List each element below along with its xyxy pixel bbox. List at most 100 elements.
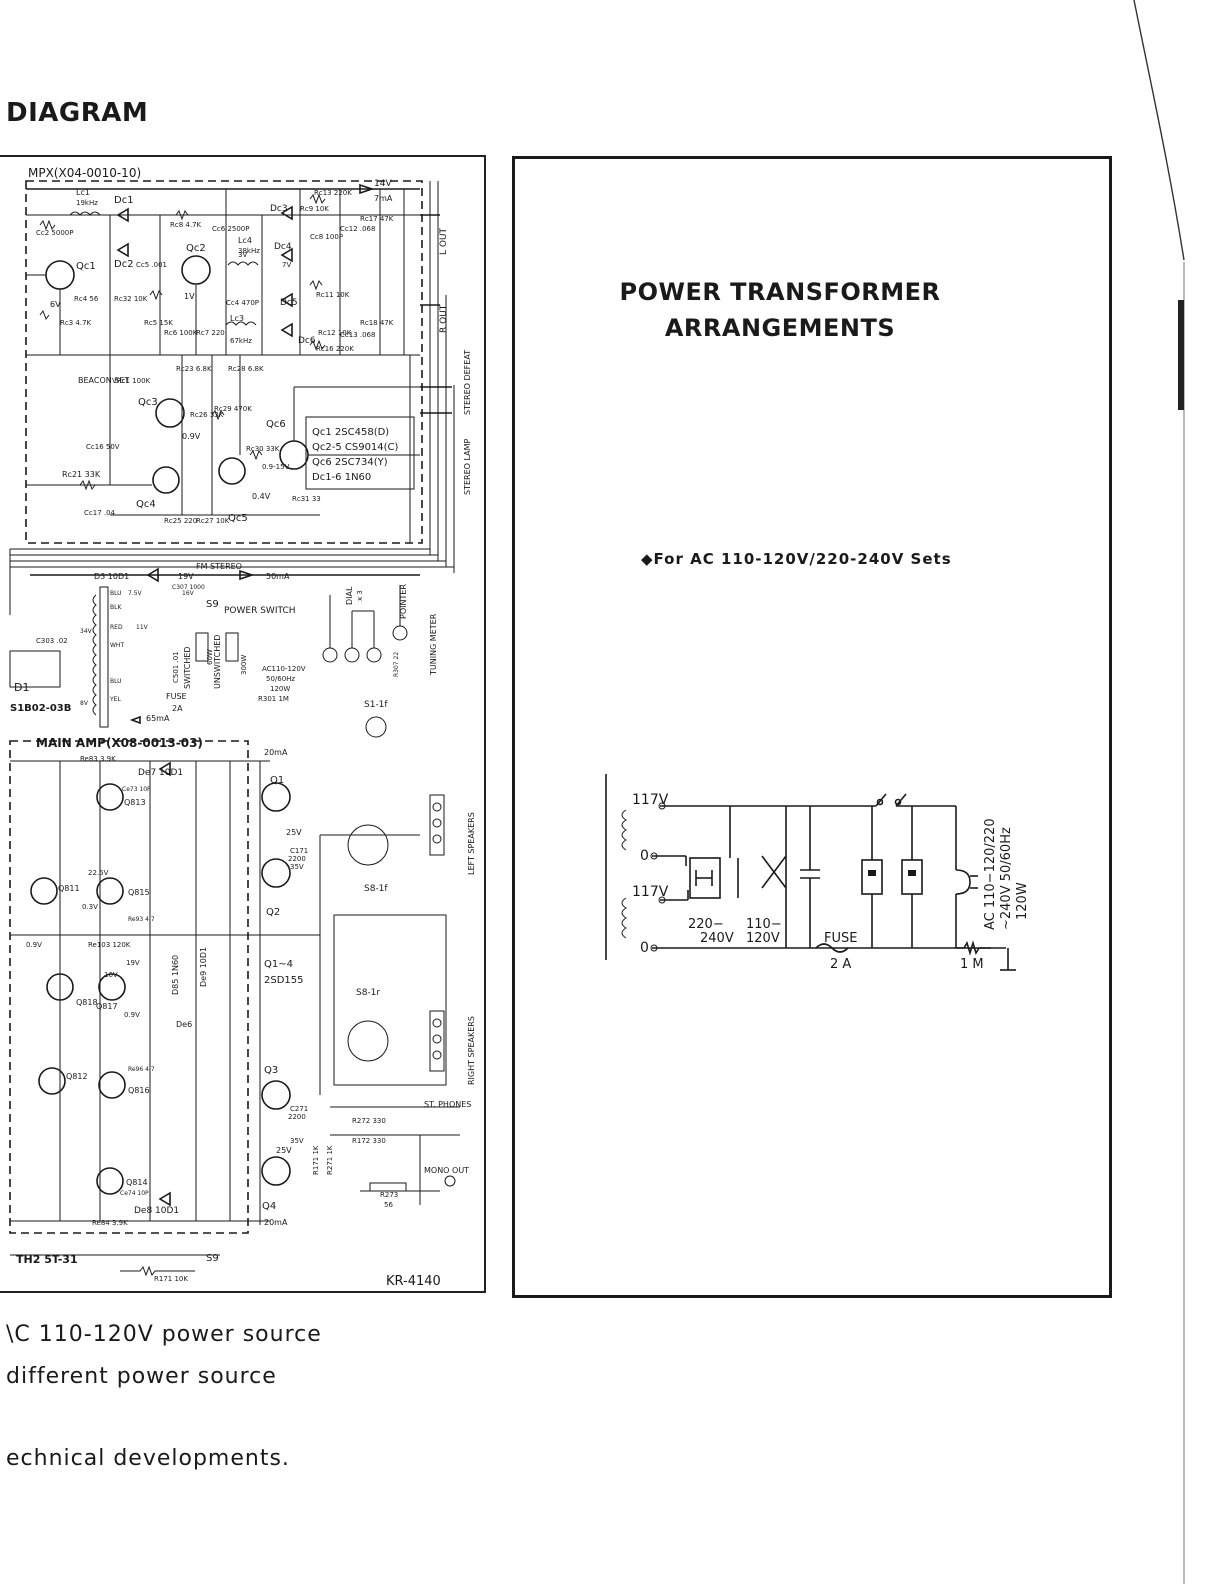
parts-list-box bbox=[305, 416, 415, 490]
svg-text:Qc5: Qc5 bbox=[228, 513, 248, 524]
svg-text:Cc6 2500P: Cc6 2500P bbox=[212, 225, 249, 233]
svg-text:Rc4 56: Rc4 56 bbox=[74, 295, 99, 303]
svg-text:Cc8 100P: Cc8 100P bbox=[310, 233, 343, 241]
svg-text:8V: 8V bbox=[80, 700, 89, 707]
svg-text:Qc6: Qc6 bbox=[266, 419, 286, 430]
svg-text:35V: 35V bbox=[290, 863, 304, 871]
svg-text:Dc5: Dc5 bbox=[280, 298, 298, 308]
svg-text:120V: 120V bbox=[746, 931, 780, 946]
svg-text:STEREO DEFEAT: STEREO DEFEAT bbox=[463, 350, 472, 415]
svg-text:16V: 16V bbox=[182, 590, 195, 597]
svg-text:50/60Hz: 50/60Hz bbox=[266, 675, 295, 683]
svg-text:De9 10D1: De9 10D1 bbox=[199, 947, 208, 987]
svg-text:Q818: Q818 bbox=[76, 998, 98, 1007]
svg-text:R171 1K: R171 1K bbox=[312, 1145, 320, 1175]
svg-text:Lc3: Lc3 bbox=[230, 314, 244, 323]
svg-text:Cc17 .04: Cc17 .04 bbox=[84, 509, 116, 517]
svg-text:Cc13 .068: Cc13 .068 bbox=[340, 331, 375, 339]
svg-text:Cc12 .068: Cc12 .068 bbox=[340, 225, 375, 233]
svg-text:S8-1r: S8-1r bbox=[356, 988, 380, 998]
svg-text:∼240V 50/60Hz: ∼240V 50/60Hz bbox=[999, 827, 1014, 930]
svg-text:Rc28 6.8K: Rc28 6.8K bbox=[228, 365, 264, 373]
svg-text:BLU: BLU bbox=[110, 678, 122, 685]
svg-text:0.3V: 0.3V bbox=[82, 903, 98, 911]
svg-text:Q813: Q813 bbox=[124, 798, 146, 807]
svg-text:Rc27 10K: Rc27 10K bbox=[196, 517, 230, 525]
svg-text:25V: 25V bbox=[276, 1146, 292, 1155]
svg-text:Dc3: Dc3 bbox=[270, 204, 288, 214]
svg-text:22.5V: 22.5V bbox=[88, 869, 109, 877]
svg-text:0.4V: 0.4V bbox=[252, 492, 271, 501]
svg-text:1V: 1V bbox=[184, 292, 195, 301]
svg-text:UNSWITCHED: UNSWITCHED bbox=[213, 635, 222, 689]
svg-text:Cc4 470P: Cc4 470P bbox=[226, 299, 259, 307]
svg-text:POINTER: POINTER bbox=[399, 584, 408, 619]
svg-text:Rc13 220K: Rc13 220K bbox=[314, 189, 352, 197]
svg-text:DIAL: DIAL bbox=[345, 586, 354, 605]
svg-text:Lc1: Lc1 bbox=[76, 188, 90, 197]
svg-text:Qc3: Qc3 bbox=[138, 397, 158, 408]
svg-text:VRc1 100K: VRc1 100K bbox=[112, 377, 151, 385]
svg-text:0: 0 bbox=[640, 848, 649, 864]
svg-text:0.9V: 0.9V bbox=[124, 1011, 140, 1019]
svg-text:FUSE: FUSE bbox=[824, 931, 857, 946]
svg-text:Dc2: Dc2 bbox=[114, 259, 134, 270]
svg-text:Rc30 33K: Rc30 33K bbox=[246, 445, 280, 453]
svg-text:Ce74 10P: Ce74 10P bbox=[120, 1190, 149, 1197]
svg-text:35V: 35V bbox=[290, 1137, 304, 1145]
svg-text:Q817: Q817 bbox=[96, 1002, 118, 1011]
svg-text:2A: 2A bbox=[172, 704, 183, 713]
svg-text:Q1~4: Q1~4 bbox=[264, 959, 293, 970]
svg-text:Rc5 15K: Rc5 15K bbox=[144, 319, 173, 327]
svg-text:D85 1N60: D85 1N60 bbox=[171, 955, 180, 995]
svg-text:7V: 7V bbox=[282, 261, 291, 269]
svg-text:AC 110−120/220: AC 110−120/220 bbox=[983, 818, 998, 930]
svg-text:LEFT SPEAKERS: LEFT SPEAKERS bbox=[467, 812, 476, 875]
svg-text:Rc25 220: Rc25 220 bbox=[164, 517, 197, 525]
svg-text:Cc5 .001: Cc5 .001 bbox=[136, 261, 167, 269]
svg-text:D3 10D1: D3 10D1 bbox=[94, 572, 129, 581]
svg-text:RED: RED bbox=[110, 624, 123, 631]
svg-text:SWITCHED: SWITCHED bbox=[183, 646, 192, 689]
svg-text:Cc2 5000P: Cc2 5000P bbox=[36, 229, 73, 237]
svg-text:x 3: x 3 bbox=[356, 590, 364, 601]
svg-text:16V: 16V bbox=[104, 971, 118, 979]
svg-text:Rc29 470K: Rc29 470K bbox=[214, 405, 252, 413]
svg-text:7.5V: 7.5V bbox=[128, 590, 143, 597]
svg-text:MONO OUT: MONO OUT bbox=[424, 1166, 469, 1175]
svg-text:110−: 110− bbox=[746, 917, 782, 932]
svg-text:R271 1K: R271 1K bbox=[326, 1145, 334, 1175]
svg-text:MAIN AMP(X08-0013-03): MAIN AMP(X08-0013-03) bbox=[36, 736, 203, 750]
svg-text:De8 10D1: De8 10D1 bbox=[134, 1206, 179, 1216]
mpx-board-outline bbox=[25, 180, 423, 544]
svg-text:STEREO LAMP: STEREO LAMP bbox=[463, 439, 472, 495]
svg-text:Re83 3.9K: Re83 3.9K bbox=[80, 755, 116, 763]
svg-text:Lc4: Lc4 bbox=[238, 236, 252, 245]
bottom-text-line-2: different power source bbox=[6, 1364, 277, 1389]
svg-text:0.9V: 0.9V bbox=[182, 432, 201, 441]
svg-text:TUNING METER: TUNING METER bbox=[429, 613, 438, 676]
svg-text:R OUT: R OUT bbox=[439, 304, 449, 333]
svg-text:2 A: 2 A bbox=[830, 957, 851, 972]
svg-text:Dc1-6 1N60: Dc1-6 1N60 bbox=[312, 472, 371, 483]
svg-text:Re103 120K: Re103 120K bbox=[88, 941, 131, 949]
svg-text:Rc16 220K: Rc16 220K bbox=[316, 345, 354, 353]
scan-edge-lines bbox=[1133, 0, 1185, 1584]
svg-text:C307 1000: C307 1000 bbox=[172, 584, 205, 591]
transformer-diagram: 117V 0 117V 0 220− 240V 110− 120V bbox=[605, 774, 1030, 972]
svg-text:Qc6 2SC734(Y): Qc6 2SC734(Y) bbox=[312, 457, 388, 468]
svg-text:Dc1: Dc1 bbox=[114, 195, 134, 206]
svg-text:Rc3 4.7K: Rc3 4.7K bbox=[60, 319, 92, 327]
svg-text:0.9V: 0.9V bbox=[26, 941, 42, 949]
svg-text:Rc18 47K: Rc18 47K bbox=[360, 319, 394, 327]
svg-text:220−: 220− bbox=[688, 917, 724, 932]
svg-text:56: 56 bbox=[384, 1201, 393, 1209]
svg-text:50mA: 50mA bbox=[266, 572, 290, 581]
svg-text:Rc17 47K: Rc17 47K bbox=[360, 215, 394, 223]
svg-text:R172 330: R172 330 bbox=[352, 1137, 386, 1145]
svg-text:YEL: YEL bbox=[109, 696, 121, 703]
svg-text:De7 10D1: De7 10D1 bbox=[138, 768, 183, 778]
svg-text:De6: De6 bbox=[176, 1020, 192, 1029]
svg-text:FUSE: FUSE bbox=[166, 692, 187, 701]
svg-text:120W: 120W bbox=[1015, 882, 1030, 920]
